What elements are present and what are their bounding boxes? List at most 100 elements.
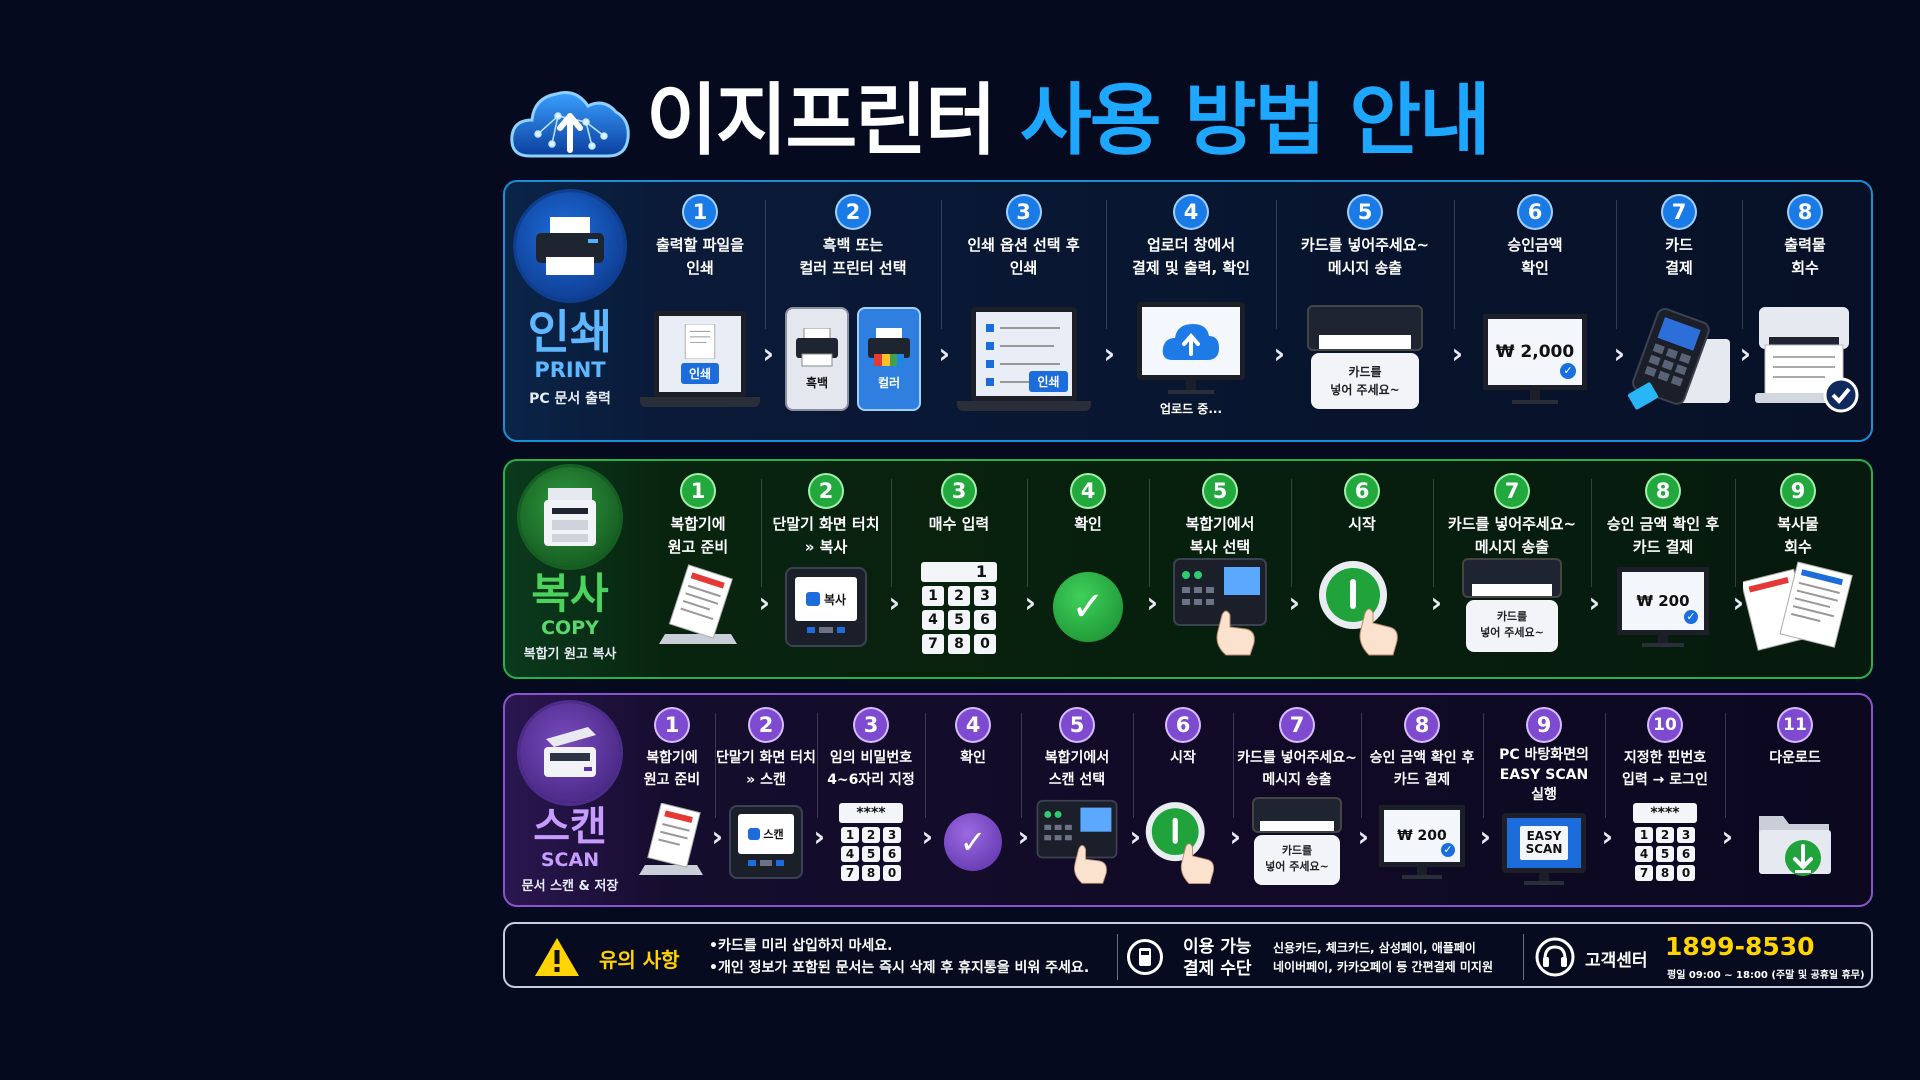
terminal-screen-illustration: 복사 (761, 556, 891, 658)
key-6[interactable]: 6 (1677, 846, 1695, 862)
step-number: 9 (1528, 709, 1560, 741)
key-5[interactable]: 5 (862, 846, 880, 862)
key-8[interactable]: 8 (1656, 865, 1674, 881)
key-1[interactable]: 1 (922, 586, 944, 606)
chevron-right-icon: › (711, 820, 723, 853)
key-4[interactable]: 4 (1635, 846, 1653, 862)
key-8[interactable]: 8 (948, 634, 970, 654)
print-side-panel: 인쇄 PRINT PC 문서 출력 (505, 182, 635, 440)
print-button[interactable]: 인쇄 (680, 363, 720, 384)
copy-menu-button[interactable]: 복사 (823, 592, 847, 607)
key-4[interactable]: 4 (841, 846, 859, 862)
approved-amount: ₩ 200✓ (1379, 805, 1465, 867)
copier-panel-icon (1036, 799, 1118, 884)
scan-app-icon (748, 828, 761, 840)
step-number: 3 (943, 475, 975, 507)
key-6[interactable]: 6 (883, 846, 901, 862)
key-0[interactable]: 0 (974, 634, 996, 654)
cloud-upload-icon (510, 91, 630, 158)
step-number: 10 (1649, 709, 1681, 741)
phone-number[interactable]: 1899-8530 (1665, 932, 1815, 961)
key-1[interactable]: 1 (1635, 827, 1653, 843)
check-icon[interactable]: ✓ (1053, 572, 1123, 642)
step-number: 5 (1204, 475, 1236, 507)
notice-line-1: •카드를 미리 삽입하지 마세요. (709, 938, 893, 954)
folder-download-icon[interactable] (1753, 802, 1837, 882)
copy-step-4: 4 확인 ✓ › (1027, 461, 1158, 677)
key-8[interactable]: 8 (862, 865, 880, 881)
key-2[interactable]: 2 (948, 586, 970, 606)
key-7[interactable]: 7 (841, 865, 859, 881)
key-1[interactable]: 1 (841, 827, 859, 843)
key-7[interactable]: 7 (1635, 865, 1653, 881)
amount-monitor-illustration: ₩ 200✓ (1361, 792, 1483, 892)
section-title-ko: 스캔 (533, 804, 607, 850)
key-3[interactable]: 3 (1677, 827, 1695, 843)
step-label: 매수 입력 (928, 515, 990, 533)
step-label: 단말기 화면 터치» 복사 (772, 515, 880, 556)
key-2[interactable]: 2 (1656, 827, 1674, 843)
check-icon[interactable]: ✓ (944, 813, 1002, 871)
customer-center-title: 고객센터 (1585, 951, 1648, 971)
step-number: 1 (656, 709, 688, 741)
color-printer-option[interactable]: 컬러 (857, 307, 921, 411)
document-icon (684, 324, 716, 359)
start-button-icon[interactable] (1144, 796, 1222, 888)
approved-amount: ₩ 200✓ (1617, 567, 1709, 635)
chevron-right-icon: › (1024, 586, 1036, 619)
chevron-right-icon: › (1613, 337, 1625, 370)
step-number: 2 (837, 196, 869, 228)
key-5[interactable]: 5 (948, 610, 970, 630)
print-button[interactable]: 인쇄 (1029, 371, 1068, 392)
key-0[interactable]: 0 (1677, 865, 1695, 881)
copier-panel-icon (1173, 558, 1267, 656)
section-title-ko: 인쇄 (527, 305, 613, 359)
key-4[interactable]: 4 (922, 610, 944, 630)
chevron-right-icon: › (762, 337, 774, 370)
step-number: 8 (1647, 475, 1679, 507)
check-icon: ✓ (1560, 363, 1576, 379)
step-number: 7 (1496, 475, 1528, 507)
key-0[interactable]: 0 (883, 865, 901, 881)
bw-printer-option[interactable]: 흑백 (785, 307, 849, 411)
scan-menu-button[interactable]: 스캔 (763, 828, 784, 841)
key-2[interactable]: 2 (862, 827, 880, 843)
section-title-en: SCAN (540, 849, 600, 871)
copier-panel-touch-illustration (1021, 792, 1133, 892)
key-5[interactable]: 5 (1656, 846, 1674, 862)
section-title-en: COPY (541, 617, 599, 639)
step-number: 1 (682, 475, 714, 507)
chevron-right-icon: › (938, 337, 950, 370)
key-7[interactable]: 7 (922, 634, 944, 654)
document-tray-illustration (629, 792, 715, 892)
start-button-icon[interactable] (1317, 557, 1407, 657)
card-reader-icon (1127, 939, 1163, 975)
copy-step-6: 6 시작 › (1291, 461, 1442, 677)
key-3[interactable]: 3 (883, 827, 901, 843)
step-label: 다운로드 (1769, 750, 1821, 766)
key-6[interactable]: 6 (974, 610, 996, 630)
key-3[interactable]: 3 (974, 586, 996, 606)
